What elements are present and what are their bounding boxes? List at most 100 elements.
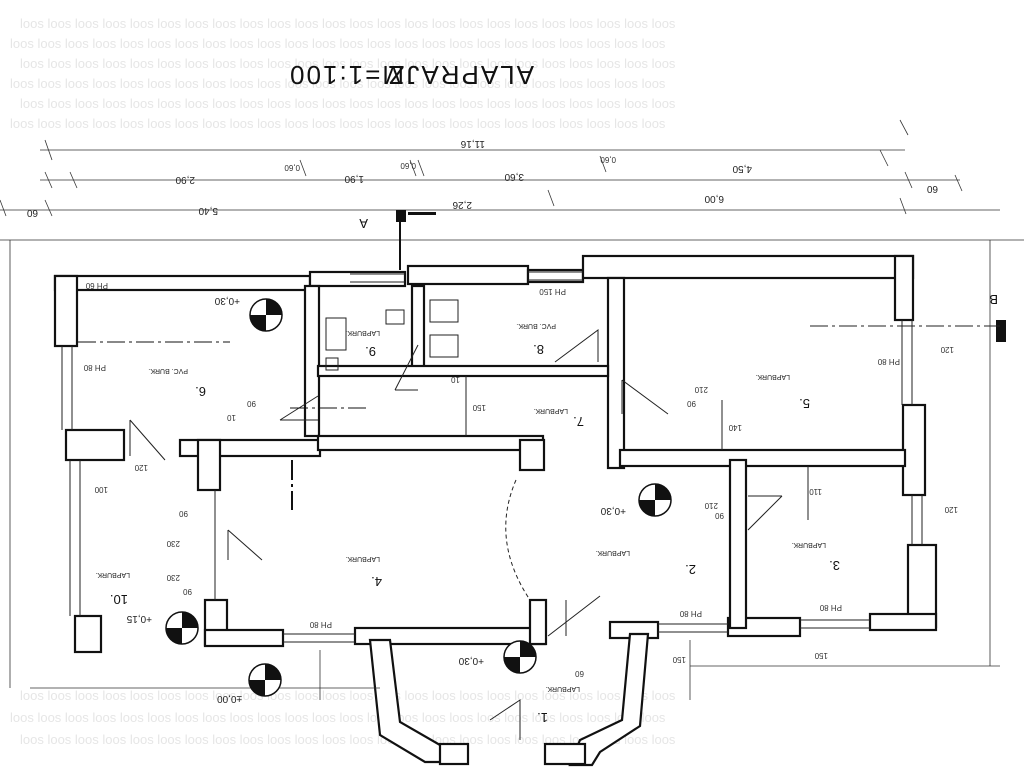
svg-text:90: 90 [247,399,256,408]
svg-text:loos loos loos loos loos loos: loos loos loos loos loos loos loos loos … [20,56,676,71]
svg-text:LAPBURK.: LAPBURK. [595,549,630,556]
svg-text:10: 10 [227,413,236,422]
level-10: +0,15 [126,613,152,624]
level-marker: +0,15 [126,611,199,645]
svg-text:PVC. BURK.: PVC. BURK. [148,367,188,374]
section-b-label: B [989,292,998,307]
level-marker: ±0,00 [217,663,282,704]
room-8: 8. [533,342,544,357]
dim-top-b: 1,90 [344,173,364,184]
svg-text:loos loos loos loos loos loos: loos loos loos loos loos loos loos loos … [10,76,666,91]
level-markers: +0,30 +0,30 +0,30 +0,15 ±0,00 [126,295,672,704]
bathtub-icon [325,317,347,351]
room-10: 10. [110,592,128,607]
room-4: 4. [371,574,382,589]
sink-icon [385,309,405,325]
svg-text:100: 100 [94,485,108,494]
walls [53,254,938,767]
room-5: 5. [799,396,810,411]
room-1: 1. [537,710,548,725]
svg-text:PH 80: PH 80 [679,609,702,618]
svg-text:120: 120 [944,505,958,514]
svg-text:90: 90 [183,587,192,596]
svg-text:LAPBURK.: LAPBURK. [545,685,580,692]
section-a-label: A [359,216,368,231]
svg-text:LAPBURK.: LAPBURK. [95,571,130,578]
svg-text:loos loos loos loos loos loos: loos loos loos loos loos loos loos loos … [20,96,676,111]
svg-text:PH 80: PH 80 [309,620,332,629]
svg-text:210: 210 [694,385,708,394]
dim-top-e: 0,60 [284,163,300,172]
svg-text:210: 210 [704,501,718,510]
level-2: +0,30 [600,505,626,516]
svg-text:loos loos loos loos loos loos: loos loos loos loos loos loos loos loos … [20,688,676,703]
washbasin-icon [429,334,459,358]
section-marker-b: B [810,292,1006,342]
dim-mid-a: 60 [26,207,38,218]
svg-text:120: 120 [940,345,954,354]
title-block: ALAPRAJZ M=1:100 [288,60,534,90]
washbasin-icon [429,299,459,323]
door-swings [129,329,783,740]
dimension-lines-top [0,119,1024,241]
watermark-pattern: loos loos loos loos loos loos loos loos … [10,16,676,747]
level-6: +0,30 [214,295,240,306]
sanitary-fixtures [325,299,459,371]
room-3: 3. [829,558,840,573]
svg-text:PH 150: PH 150 [539,287,566,296]
svg-text:PH 80: PH 80 [83,363,106,372]
room-6: 6. [195,384,206,399]
level-marker: +0,30 [600,483,672,517]
room-9: 9. [365,344,376,359]
plan-title: ALAPRAJZ [387,60,535,90]
toilet-icon [325,357,339,371]
svg-text:LAPBURK.: LAPBURK. [791,541,826,548]
level-1: +0,30 [458,655,484,666]
svg-text:10: 10 [451,375,460,384]
plan-scale: M=1:100 [288,60,404,90]
room-labels: 1. 2. 3. 4. 5. 6. 7. 8. 9. 10. [110,342,840,725]
cut-lines [78,341,809,520]
dim-mid-e: 60 [926,183,938,194]
svg-text:PH 60: PH 60 [85,281,108,290]
dim-mid-d: 6,00 [704,193,724,204]
dimension-lines-bottom [9,240,1000,700]
floor-finish-labels: LAPBURK. LAPBURK. LAPBURK. LAPBURK. LAPB… [95,322,826,692]
level-outdoor: ±0,00 [217,693,242,704]
room-7: 7. [573,414,584,429]
level-marker: +0,30 [214,295,283,332]
svg-text:LAPBURK.: LAPBURK. [345,329,380,336]
svg-text:LAPBURK.: LAPBURK. [533,407,568,414]
svg-text:150: 150 [672,655,686,664]
svg-text:loos loos loos loos loos loos: loos loos loos loos loos loos loos loos … [10,36,666,51]
svg-text:PH 80: PH 80 [877,357,900,366]
svg-text:LAPBURK.: LAPBURK. [755,373,790,380]
svg-text:LAPBURK.: LAPBURK. [345,555,380,562]
section-marker-a: A [359,210,436,270]
svg-text:90: 90 [687,399,696,408]
svg-text:PH 80: PH 80 [819,603,842,612]
dim-top-c: 3,60 [504,171,524,182]
svg-text:loos loos loos loos loos loos: loos loos loos loos loos loos loos loos … [10,116,666,131]
level-marker: +0,30 [458,640,537,674]
svg-text:90: 90 [179,509,188,518]
dim-mid-b: 5,40 [198,205,218,216]
svg-text:loos loos loos loos loos loos: loos loos loos loos loos loos loos loos … [10,710,666,725]
svg-text:150: 150 [472,403,486,412]
parapet-labels: PH 80 PH 80 PH 80 PH 80 PH 80 PH 150 PH … [83,281,900,629]
dim-top-f: 0,60 [600,155,616,164]
dimension-labels-top: 11,16 2,90 1,90 3,60 4,50 0,60 0,60 0,60… [26,138,938,218]
windows [61,271,923,643]
svg-text:230: 230 [166,539,180,548]
svg-text:120: 120 [134,463,148,472]
dim-total: 11,16 [460,138,485,149]
dim-top-a: 2,90 [175,174,195,185]
svg-text:loos loos loos loos loos loos: loos loos loos loos loos loos loos loos … [20,16,676,31]
svg-text:150: 150 [814,651,828,660]
svg-text:PVC. BURK.: PVC. BURK. [516,322,556,329]
dim-mid-c: 2,26 [452,199,472,210]
dim-top-d: 4,50 [732,163,752,174]
svg-text:90: 90 [715,511,724,520]
